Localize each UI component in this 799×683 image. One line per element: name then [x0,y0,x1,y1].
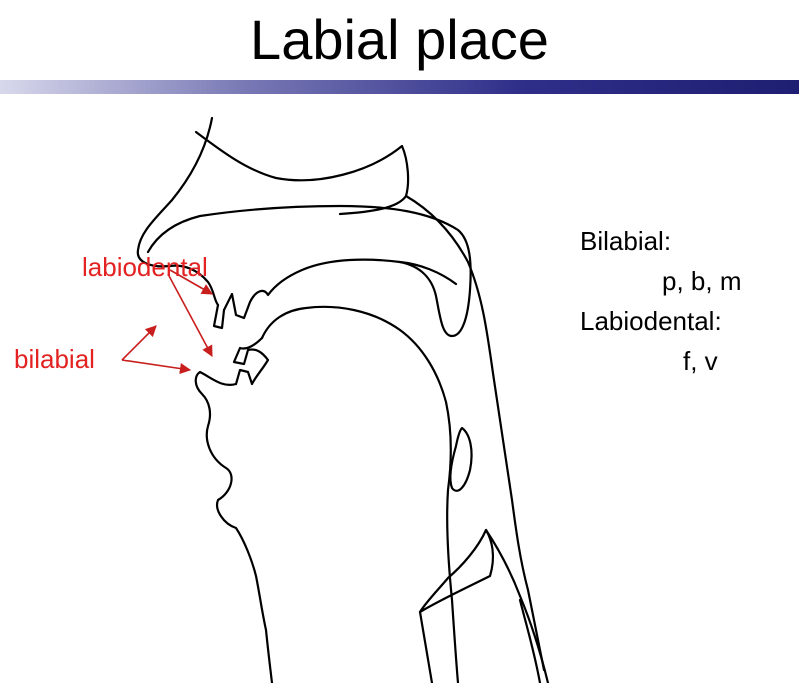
bilabial-arrow-upper [122,326,156,360]
upper-gum-outline [224,260,456,318]
labiodental-sounds: f, v [683,346,718,376]
labiodental-heading: Labiodental: [580,306,722,336]
bilabial-heading: Bilabial: [580,226,671,256]
larynx-wall-outline [486,530,548,683]
bilabial-arrow-lower [122,360,190,370]
larynx-outline [420,530,493,612]
bilabial-sounds: p, b, m [662,266,741,296]
trachea-outline [420,612,432,683]
lower-lip-chin-outline [196,372,272,683]
nasal-ridge-outline [196,132,408,214]
epiglottis-outline [450,428,471,491]
upper-incisor-outline [214,305,224,328]
lower-incisor-outline [234,338,268,384]
labiodental-arrow-lower [168,274,212,356]
labiodental-label: labiodental [82,252,208,282]
bilabial-label: bilabial [14,344,95,374]
tongue-outline [262,307,458,683]
